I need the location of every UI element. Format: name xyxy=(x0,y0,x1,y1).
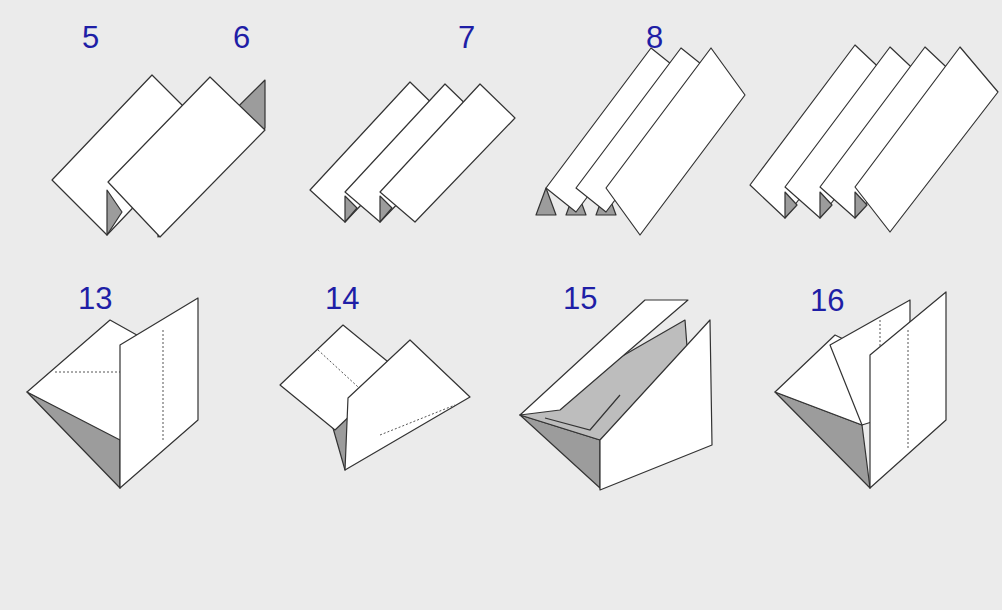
fold-line xyxy=(163,330,164,440)
step-number: 5 xyxy=(82,22,99,53)
fold-figure xyxy=(27,298,198,488)
pleat-face xyxy=(108,77,265,237)
fold-line xyxy=(380,405,455,435)
step-number: 14 xyxy=(325,283,359,314)
fold-figure xyxy=(52,75,265,237)
step-number: 8 xyxy=(646,22,663,53)
pleat-face xyxy=(855,47,998,232)
fold-figure xyxy=(536,48,745,235)
pleat-face xyxy=(606,48,745,235)
step-number: 15 xyxy=(563,283,597,314)
pleat-face xyxy=(380,84,515,222)
fold-figure xyxy=(775,292,946,488)
fold-figure xyxy=(280,325,470,470)
step-number: 13 xyxy=(78,283,112,314)
flap xyxy=(600,320,712,490)
flap xyxy=(345,340,470,470)
fold-figure xyxy=(310,82,515,222)
flap xyxy=(120,298,198,488)
fold-figure xyxy=(750,45,998,232)
pleat-face xyxy=(107,190,122,235)
fold-edge xyxy=(545,395,620,430)
step-number: 7 xyxy=(458,22,475,53)
flap xyxy=(870,292,946,488)
fold-figure xyxy=(520,300,712,490)
step-number: 16 xyxy=(810,285,844,316)
step-number: 6 xyxy=(233,22,250,53)
fold-line xyxy=(908,330,909,450)
